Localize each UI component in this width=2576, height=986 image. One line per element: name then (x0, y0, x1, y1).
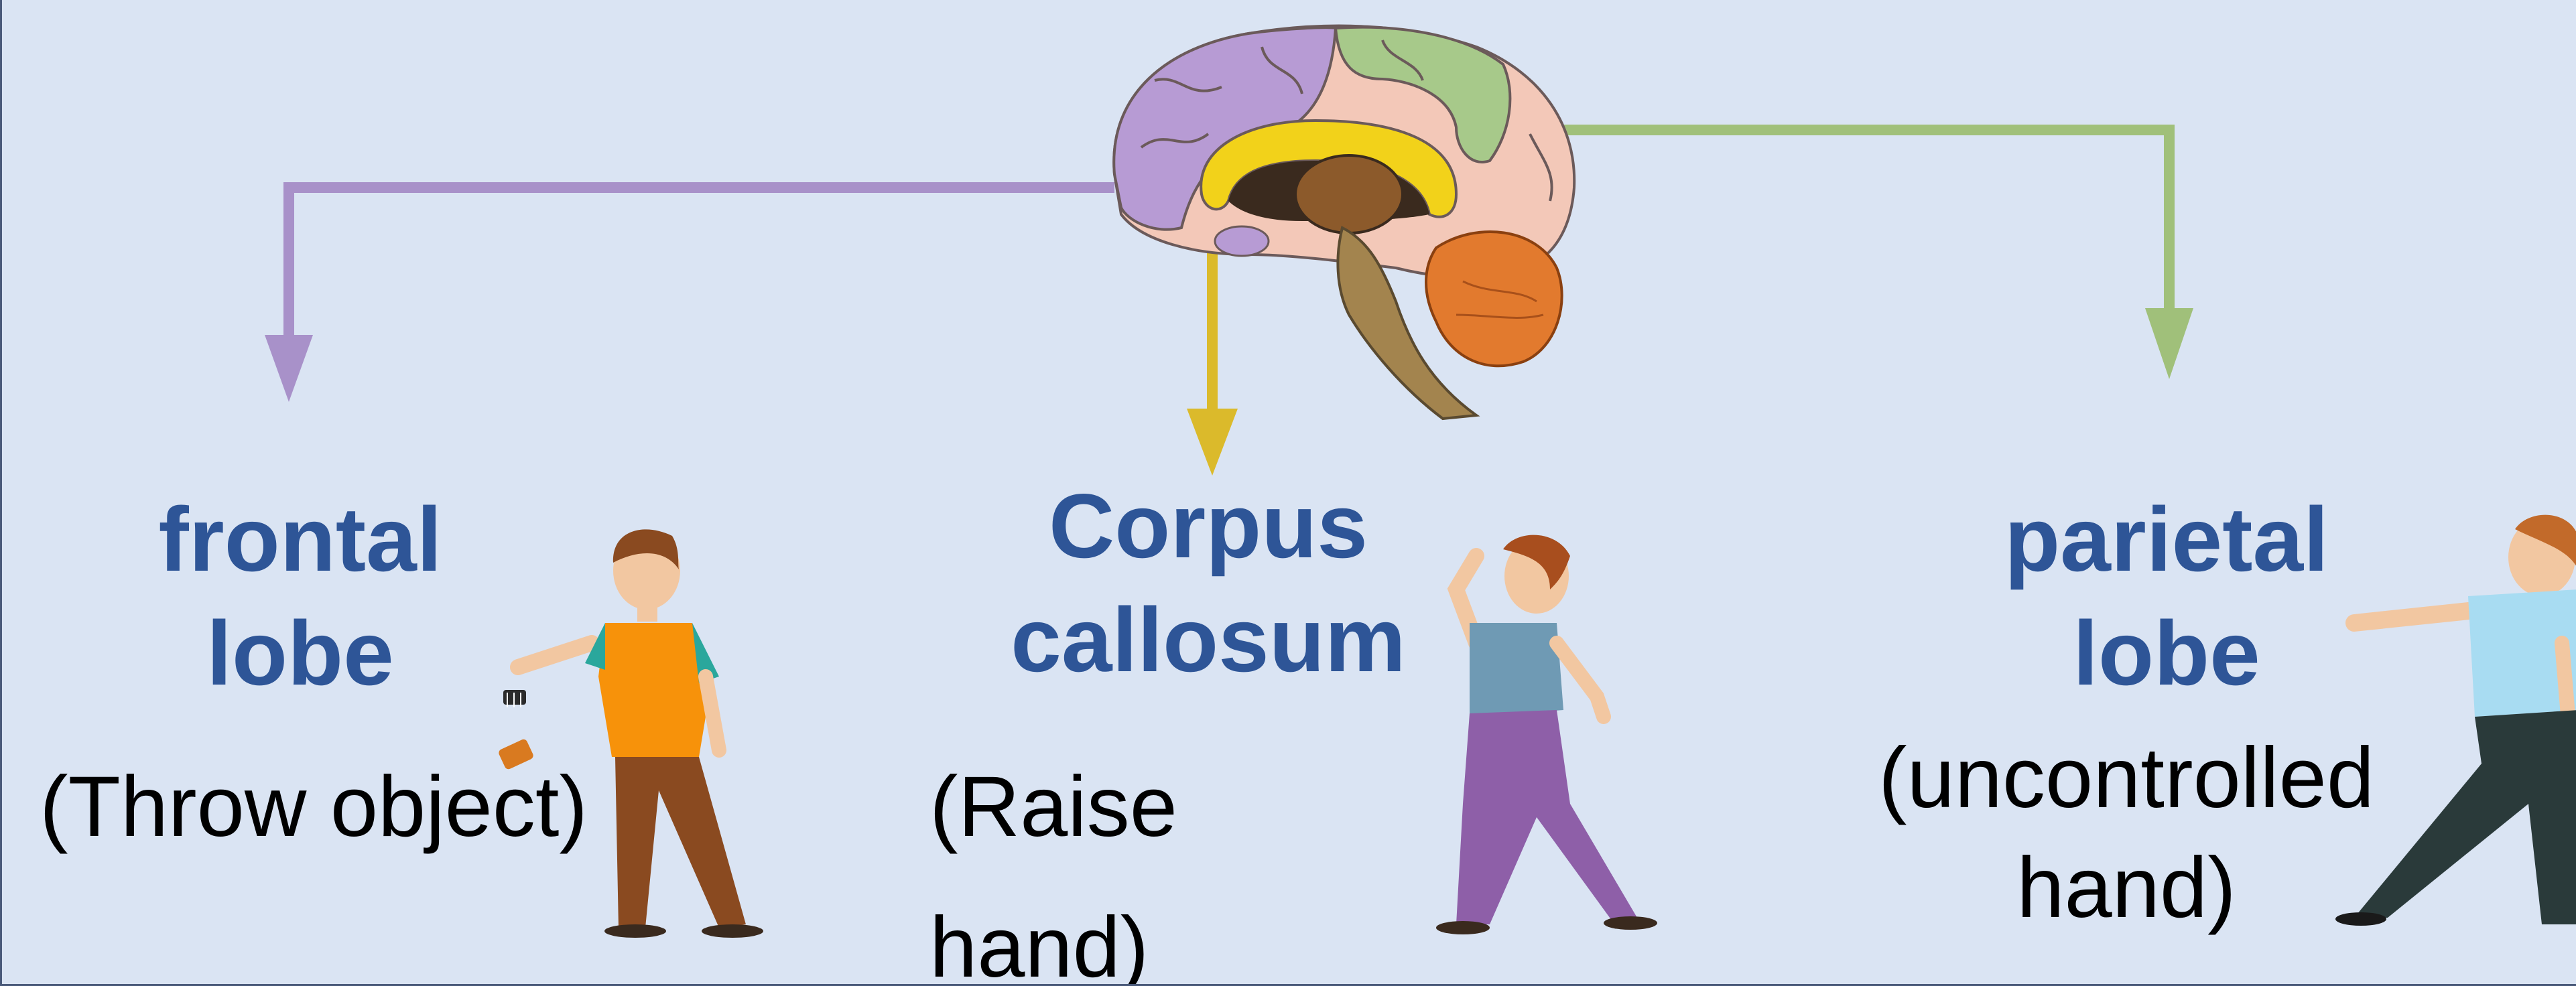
corpus-caption-line1: (Raise (929, 737, 1332, 877)
parietal-lobe-title: parietal lobe (1945, 482, 2388, 710)
corpus-caption-line2: hand) (929, 877, 1332, 986)
corpus-callosum-title: Corpus callosum (967, 469, 1450, 697)
frontal-lobe-title: frontal lobe (82, 482, 518, 710)
corpus-title-line1: Corpus (967, 469, 1450, 583)
parietal-caption-line2: hand) (1852, 833, 2401, 943)
frontal-lobe-caption: (Throw object) (22, 757, 605, 857)
frontal-title-line2: lobe (82, 596, 518, 710)
parietal-caption-line1: (uncontrolled (1852, 723, 2401, 833)
parietal-title-line2: lobe (1945, 596, 2388, 710)
frontal-title-line1: frontal (82, 482, 518, 596)
parietal-title-line1: parietal (1945, 482, 2388, 596)
corpus-title-line2: callosum (967, 583, 1450, 697)
corpus-callosum-caption: (Raise hand) (929, 737, 1332, 986)
parietal-lobe-caption: (uncontrolled hand) (1852, 723, 2401, 943)
